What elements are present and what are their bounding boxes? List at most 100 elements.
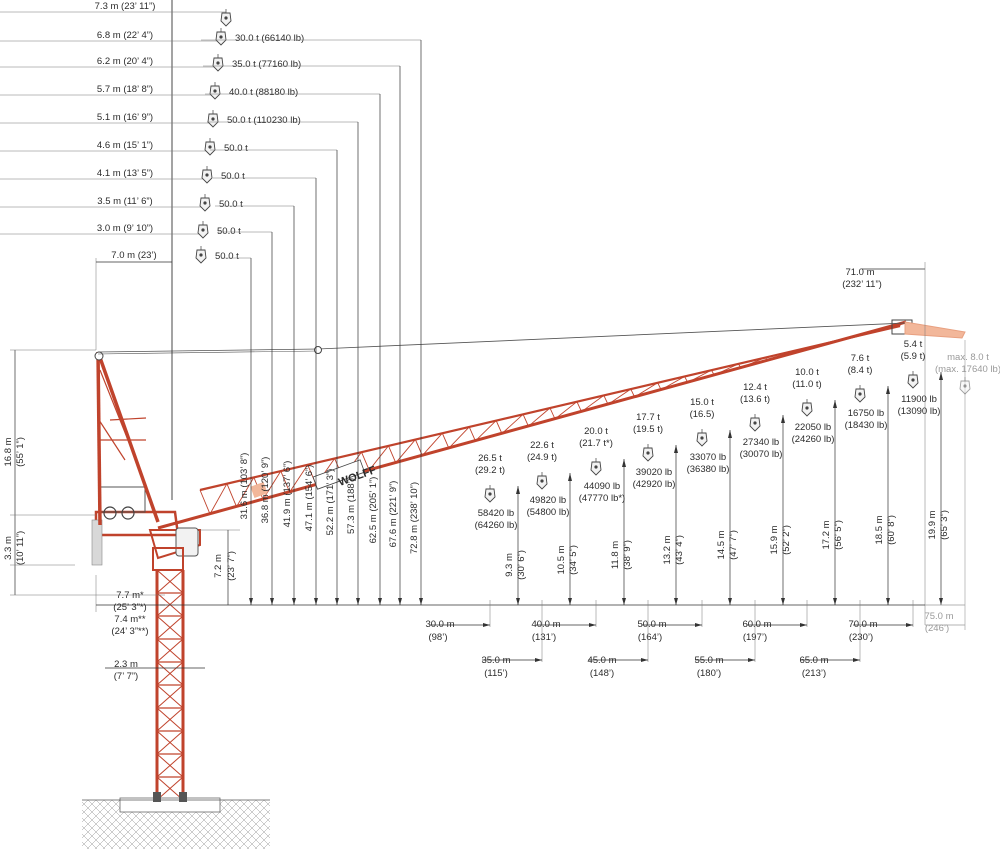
- load-tonnes-label: 15.0 t: [690, 397, 714, 408]
- load-pounds-label: 11900 lb: [901, 394, 937, 405]
- load-pounds-label: 33070 lb: [690, 452, 726, 463]
- load-tonnes-alt-label: (29.2 t): [475, 465, 505, 476]
- hook-clearance-ft-label: (60’ 8”): [886, 515, 897, 545]
- load-tonnes-label: 22.6 t: [530, 440, 554, 451]
- hook-clearance-ft-label: (47’ 7”): [728, 530, 739, 560]
- hook-load-label: 50.0 t (110230 lb): [227, 115, 301, 126]
- slewing-platform: [92, 487, 200, 570]
- load-tonnes-alt-label: (8.4 t): [848, 365, 873, 376]
- hook-radius-label: 3.0 m (9’ 10”): [97, 223, 153, 234]
- load-pounds-alt-label: (13090 lb): [898, 406, 941, 417]
- tail-radius-label: 7.7 m*: [116, 590, 144, 601]
- hook-radius-label: 6.8 m (22’ 4”): [97, 30, 153, 41]
- radius-ft-label: (148’): [590, 668, 614, 679]
- radius-label: 35.0 m: [481, 655, 510, 666]
- hook-clearance-ft-label: (56’ 5”): [833, 520, 844, 550]
- max-radius-label: 75.0 m: [924, 611, 953, 622]
- hook-icon: [802, 399, 812, 416]
- load-tonnes-alt-label: (11.0 t): [792, 379, 821, 390]
- hook-icon: [202, 166, 212, 183]
- hook-icon: [697, 429, 707, 446]
- hook-icon: [196, 246, 206, 263]
- radius-label: 50.0 m: [637, 619, 666, 630]
- hook-position-table: 7.3 m (23’ 11”)6.8 m (22’ 4”)30.0 t (661…: [0, 1, 304, 263]
- hook-load-label: 50.0 t: [217, 226, 241, 237]
- hook-radius-label: 4.1 m (13’ 5”): [97, 168, 153, 179]
- hook-clearance-ft-label: (34’ 5”): [568, 545, 579, 575]
- hook-clearance-label: 9.3 m: [504, 553, 515, 577]
- hook-clearance-label: 13.2 m: [662, 535, 673, 564]
- radius-label: 45.0 m: [587, 655, 616, 666]
- top-offset-label: 7.0 m (23’): [111, 250, 156, 261]
- tail-radius-ft-label: (25’ 3”*): [113, 602, 146, 613]
- load-point: 10.0 t(11.0 t)22050 lb(24260 lb)17.2 m(5…: [792, 367, 844, 605]
- turntable-height-ft-label: (10’ 11”): [15, 531, 26, 565]
- hook-load-label: 50.0 t: [219, 199, 243, 210]
- jib-length-label: 71.0 m: [845, 267, 874, 278]
- hook-radius-label: 4.6 m (15’ 1”): [97, 140, 153, 151]
- tail-radius-alt-ft-label: (24’ 3”**): [111, 626, 148, 637]
- tower-width-ft-label: (7’ 7”): [114, 671, 138, 682]
- hook-clearance-label: 17.2 m: [821, 520, 832, 549]
- load-pounds-alt-label: (36380 lb): [687, 464, 730, 475]
- hook-icon: [855, 385, 865, 402]
- radius-label: 55.0 m: [694, 655, 723, 666]
- load-pounds-label: 49820 lb: [530, 495, 566, 506]
- jib-length-ft-label: (232’ 11”): [842, 279, 882, 290]
- load-tonnes-label: 26.5 t: [478, 453, 502, 464]
- load-tonnes-label: 10.0 t: [795, 367, 819, 378]
- load-tonnes-alt-label: (24.9 t): [527, 452, 557, 463]
- hook-clearance-label: 19.9 m: [927, 510, 938, 539]
- hook-radius-label: 6.2 m (20’ 4”): [97, 56, 153, 67]
- ground-foundation: [82, 798, 270, 849]
- hook-icon: [208, 110, 218, 127]
- hook-load-label: 50.0 t: [221, 171, 245, 182]
- load-point: 20.0 t(21.7 t*)44090 lb(47770 lb*)11.8 m…: [579, 426, 633, 605]
- hook-clearance-label: 18.5 m: [874, 515, 885, 544]
- hook-icon: [198, 221, 208, 238]
- tail-radius-alt-label: 7.4 m**: [114, 614, 145, 625]
- load-pounds-alt-label: (54800 lb): [527, 507, 570, 518]
- hook-clearance-label: 14.5 m: [716, 530, 727, 559]
- load-point: 17.7 t(19.5 t)39020 lb(42920 lb)13.2 m(4…: [633, 412, 685, 605]
- load-tonnes-label: 5.4 t: [904, 339, 923, 350]
- hook-clearance-ft-label: (30’ 6”): [516, 550, 527, 580]
- hook-clearance-ft-label: (38’ 9”): [622, 540, 633, 570]
- hook-radius-label: 5.7 m (18’ 8”): [97, 84, 153, 95]
- hook-icon: [216, 28, 226, 45]
- load-pounds-alt-label: (30070 lb): [740, 449, 783, 460]
- hook-height-label: 31.6 m (103’ 8”): [239, 453, 250, 520]
- load-tonnes-alt-label: (5.9 t): [901, 351, 926, 362]
- load-tonnes-alt-label: (21.7 t*): [579, 438, 613, 449]
- load-point: 5.4 t(5.9 t) 11900 lb(13090 lb) 19.9 m(65’…: [898, 339, 950, 605]
- hook-clearance-ft-label: (65’ 3”): [939, 510, 950, 540]
- radius-ft-label: (230’): [849, 632, 873, 643]
- head-height-ft-label: (55’ 1”): [15, 437, 26, 467]
- max-load-label: max. 8.0 t: [947, 352, 989, 363]
- radius-ft-label: (180’): [697, 668, 721, 679]
- load-points: 26.5 t(29.2 t)58420 lb(64260 lb)9.3 m(30…: [475, 339, 970, 605]
- load-pounds-label: 27340 lb: [743, 437, 779, 448]
- hook-load-label: 50.0 t: [215, 251, 239, 262]
- load-pounds-label: 16750 lb: [848, 408, 884, 419]
- load-pounds-label: 39020 lb: [636, 467, 672, 478]
- hook-icon: [221, 9, 231, 26]
- load-tonnes-alt-label: (16.5): [690, 409, 715, 420]
- slew-height-ft-label: (23’ 7”): [226, 551, 237, 581]
- load-point: 15.0 t(16.5) 33070 lb(36380 lb) 14.5 m(47’…: [687, 397, 739, 605]
- turntable-height-label: 3.3 m: [3, 536, 14, 560]
- load-pounds-alt-label: (24260 lb): [792, 434, 835, 445]
- hook-icon: [213, 54, 223, 71]
- hook-radius-label: 3.5 m (11’ 6”): [97, 196, 152, 207]
- hook-icon: [537, 472, 547, 489]
- hook-icon: [205, 138, 215, 155]
- hook-height-label: 72.8 m (238’ 10”): [409, 482, 420, 554]
- hook-height-label: 41.9 m (137’ 6”): [282, 461, 293, 528]
- load-tonnes-label: 12.4 t: [743, 382, 767, 393]
- load-tonnes-label: 20.0 t: [584, 426, 608, 437]
- load-tonnes-alt-label: (13.6 t): [740, 394, 770, 405]
- hook-clearance-ft-label: (43’ 4”): [674, 535, 685, 565]
- hook-height-label: 57.3 m (188’): [346, 478, 357, 534]
- load-point: 22.6 t(24.9 t)49820 lb(54800 lb)10.5 m(3…: [527, 440, 579, 605]
